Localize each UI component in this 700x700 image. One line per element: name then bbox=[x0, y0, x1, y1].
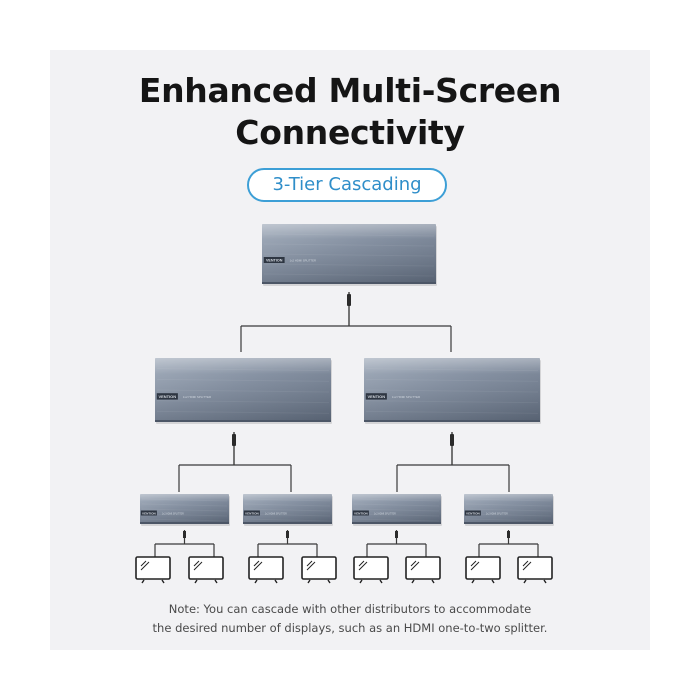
hdmi-connector-icon bbox=[395, 531, 398, 538]
tier2-splitter-left: VENTION 1x2 HDMI SPLITTER bbox=[155, 358, 332, 424]
model-label: 1x2 HDMI SPLITTER bbox=[290, 259, 316, 263]
title-line-1: Enhanced Multi-Screen bbox=[138, 71, 562, 110]
connection-lines bbox=[154, 292, 539, 557]
brand-logo: VENTION bbox=[466, 511, 481, 515]
brand-logo: VENTION bbox=[245, 511, 260, 515]
brand-logo: VENTION bbox=[368, 394, 386, 399]
background-panel bbox=[50, 50, 650, 650]
monitor-icon bbox=[135, 556, 171, 584]
tier3-splitter-3: VENTION 1x2 HDMI SPLITTER bbox=[352, 494, 442, 526]
model-label: 1x2 HDMI SPLITTER bbox=[183, 395, 211, 399]
note-line-2: the desired number of displays, such as … bbox=[152, 621, 548, 635]
tier3-branch bbox=[366, 530, 427, 557]
brand-logo-plate bbox=[263, 257, 285, 263]
hdmi-connector-icon bbox=[232, 434, 236, 446]
brand-logo-plate bbox=[365, 393, 387, 400]
hdmi-connector-icon bbox=[286, 531, 289, 538]
monitor-icon bbox=[353, 556, 389, 584]
brand-logo: VENTION bbox=[159, 394, 177, 399]
splitter-devices: VENTION 1x2 HDMI SPLITTER VENTION 1x2 HDMI … bbox=[140, 224, 554, 526]
hdmi-connector-icon bbox=[183, 531, 186, 538]
note-line-1: Note: You can cascade with other distrib… bbox=[168, 602, 532, 616]
tier3-splitter-1: VENTION 1x2 HDMI SPLITTER bbox=[140, 494, 230, 526]
tier3-splitter-4: VENTION 1x2 HDMI SPLITTER bbox=[464, 494, 554, 526]
brand-logo-plate bbox=[140, 510, 157, 516]
model-label: 1x2 HDMI SPLITTER bbox=[374, 513, 396, 515]
brand-logo-plate bbox=[156, 393, 178, 400]
model-label: 1x2 HDMI SPLITTER bbox=[162, 513, 184, 515]
hdmi-connector-icon bbox=[347, 294, 351, 306]
brand-logo-plate bbox=[243, 510, 260, 516]
tier3-branch bbox=[154, 530, 215, 557]
page-title: Enhanced Multi-Screen Connectivity bbox=[0, 70, 700, 154]
brand-logo: VENTION bbox=[354, 511, 369, 515]
tier2-splitter-right: VENTION 1x2 HDMI SPLITTER bbox=[364, 358, 541, 424]
brand-logo-plate bbox=[464, 510, 481, 516]
monitor-icon bbox=[301, 556, 337, 584]
monitor-icon bbox=[465, 556, 501, 584]
title-line-2: Connectivity bbox=[235, 113, 465, 152]
tier3-splitter-2: VENTION 1x2 HDMI SPLITTER bbox=[243, 494, 333, 526]
cascading-badge: 3-Tier Cascading bbox=[247, 168, 447, 202]
tier3-branch bbox=[257, 530, 318, 557]
monitor-group bbox=[135, 556, 553, 584]
model-label: 1x2 HDMI SPLITTER bbox=[265, 513, 287, 515]
brand-logo-plate bbox=[352, 510, 369, 516]
monitor-icon bbox=[517, 556, 553, 584]
hdmi-connector-icon bbox=[507, 531, 510, 538]
footnote: Note: You can cascade with other distrib… bbox=[0, 600, 700, 638]
monitor-icon bbox=[188, 556, 224, 584]
monitor-icon bbox=[405, 556, 441, 584]
tier3-branch bbox=[478, 530, 539, 557]
tier1-splitter: VENTION 1x2 HDMI SPLITTER bbox=[262, 224, 437, 286]
hdmi-connector-icon bbox=[450, 434, 454, 446]
brand-logo: VENTION bbox=[142, 511, 157, 515]
brand-logo: VENTION bbox=[266, 259, 283, 263]
model-label: 1x2 HDMI SPLITTER bbox=[486, 513, 508, 515]
model-label: 1x2 HDMI SPLITTER bbox=[392, 395, 420, 399]
monitor-icon bbox=[248, 556, 284, 584]
